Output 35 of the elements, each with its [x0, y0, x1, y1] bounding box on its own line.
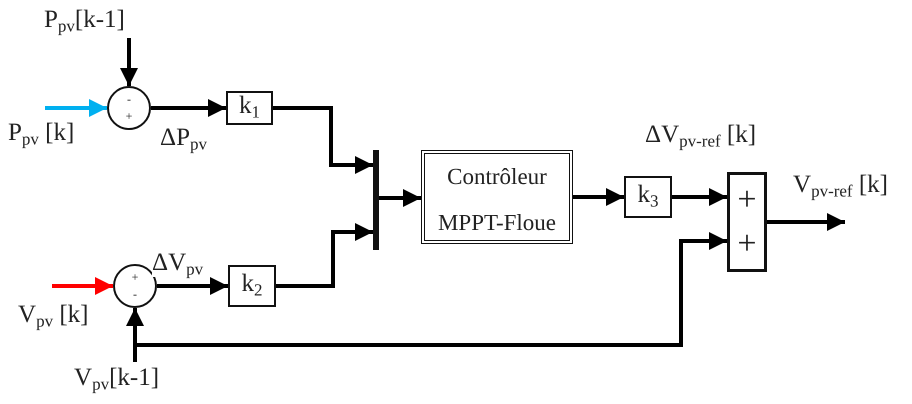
gain-text: k$_{1}$ [239, 93, 260, 120]
arrow [767, 213, 845, 231]
arrow [133, 232, 727, 362]
arrow [157, 277, 228, 295]
summing-block [727, 172, 767, 272]
arrow [379, 189, 421, 207]
arrow [273, 106, 373, 174]
gain-block [226, 91, 273, 125]
sign-symbol: + [737, 227, 757, 261]
arrow [52, 277, 113, 295]
arrow [573, 188, 624, 206]
edge-label: ΔV$_{pv-ref}$ [k] [645, 122, 756, 150]
block-text: Contrôleur MPPT-Floue [436, 163, 558, 237]
arrow [120, 38, 138, 86]
arrow [276, 223, 373, 288]
sign-symbol: - [133, 288, 137, 300]
gain-block [228, 265, 276, 307]
gain-block [624, 176, 672, 218]
controller-block [421, 150, 573, 244]
sign-symbol: + [126, 110, 132, 122]
sign-symbol: + [132, 271, 138, 283]
arrow [45, 99, 107, 117]
edge-label: V$_{pv-ref}$ [k] [793, 172, 888, 200]
mux-bar [373, 150, 379, 250]
arrow [151, 99, 226, 117]
arrow [672, 188, 727, 206]
signal-label: P$_{pv}$ [k] [8, 120, 74, 148]
sign-symbol: + [737, 183, 757, 217]
signal-label: V$_{pv}$[k-1] [74, 364, 160, 394]
signal-label: V$_{pv}$ [k] [18, 302, 88, 330]
signal-label: P$_{pv}$[k-1] [44, 6, 125, 36]
gain-text: k$_{3}$ [638, 182, 658, 210]
summing-junction [107, 86, 151, 130]
sign-symbol: - [127, 93, 131, 105]
gain-text: k$_{2}$ [242, 271, 262, 298]
